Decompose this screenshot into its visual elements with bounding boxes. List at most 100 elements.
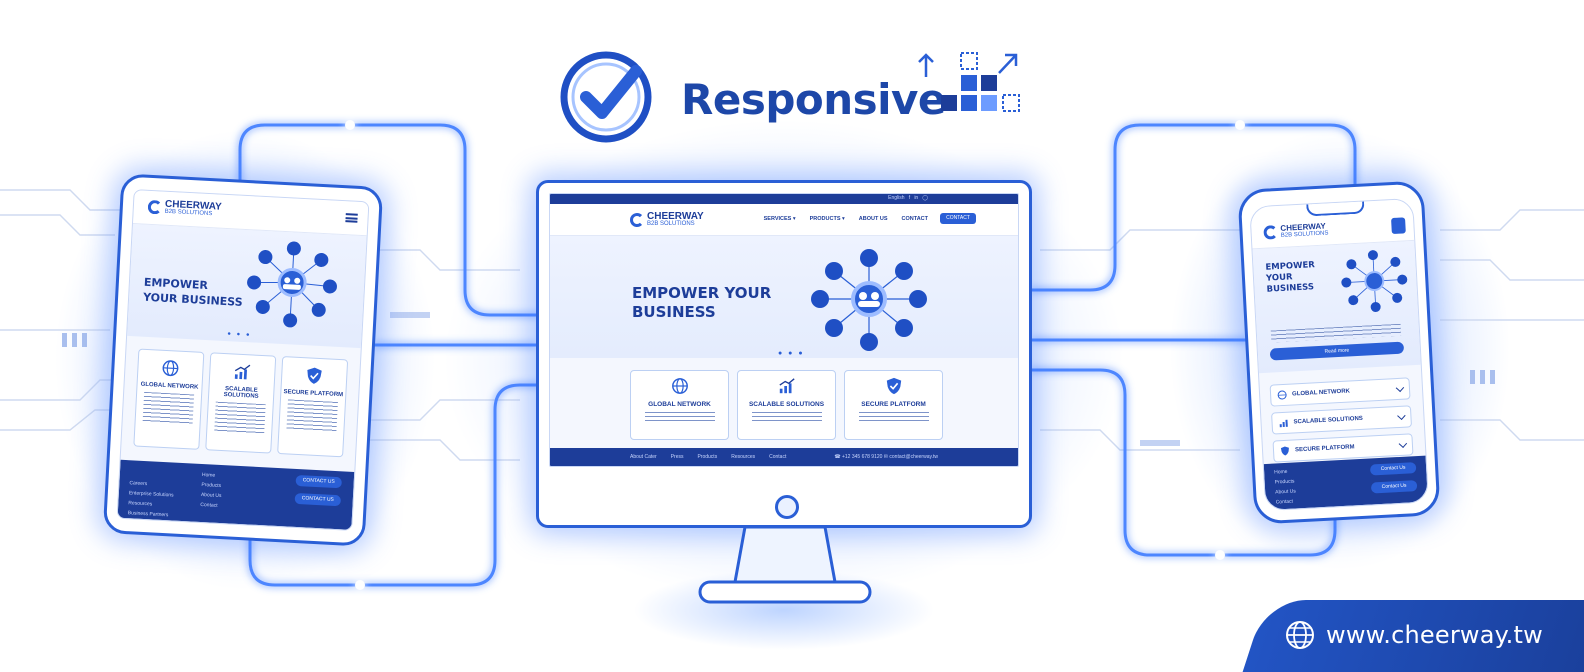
growth-chart-icon — [1279, 419, 1288, 428]
globe-icon — [1286, 621, 1314, 649]
footer-link[interactable]: Contact — [200, 501, 218, 509]
card-title: SECURE PLATFORM — [861, 401, 926, 408]
network-hub-icon — [811, 249, 927, 351]
contact-us-button[interactable]: Contact Us — [1369, 462, 1417, 476]
topbar-items: English f in ◯ — [888, 195, 928, 201]
contact-us-button[interactable]: Contact Us — [1370, 480, 1418, 494]
read-more-button[interactable]: Read more — [1269, 341, 1405, 361]
power-button — [775, 495, 799, 519]
card-title: GLOBAL NETWORK — [140, 381, 199, 391]
tablet-feature-cards: GLOBAL NETWORK SCALABLE SOLUTIONS SECURE… — [133, 348, 349, 458]
feature-card[interactable]: SECURE PLATFORM — [844, 370, 943, 440]
card-title: SCALABLE SOLUTIONS — [223, 386, 259, 400]
website-url-badge[interactable]: www.cheerway.tw — [1284, 615, 1543, 655]
desktop-nav: CHEERWAY B2B SOLUTIONS SERVICES ▾ PRODUC… — [550, 204, 1018, 236]
logo-icon — [630, 213, 644, 227]
tablet-hero: EMPOWER YOUR BUSINESS ● ● ● — [127, 224, 367, 349]
phone-hero-title: EMPOWER YOUR BUSINESS — [1265, 260, 1316, 295]
card-text-lines — [858, 412, 929, 422]
footer-link[interactable]: Products — [697, 454, 718, 460]
tablet-mockup: CHEERWAY B2B SOLUTIONS EMPOWER YOUR BUSI… — [102, 173, 384, 547]
card-text-lines — [644, 412, 715, 422]
desktop-hero: EMPOWER YOUR BUSINESS ● ● ● — [550, 236, 1018, 358]
footer-link[interactable]: Resources — [731, 454, 756, 460]
accordion-label: GLOBAL NETWORK — [1291, 388, 1351, 398]
tablet-screen: CHEERWAY B2B SOLUTIONS EMPOWER YOUR BUSI… — [116, 189, 370, 531]
chevron-down-icon — [1397, 411, 1406, 421]
footer-link[interactable]: Contact — [769, 454, 787, 460]
hamburger-menu-icon[interactable] — [1391, 217, 1406, 235]
desktop-feature-cards: GLOBAL NETWORK SCALABLE SOLUTIONS SECURE… — [630, 370, 943, 440]
shield-check-icon — [886, 377, 901, 395]
desktop-topbar: English f in ◯ — [550, 194, 1018, 204]
nav-links: SERVICES ▾ PRODUCTS ▾ ABOUT US CONTACT — [764, 216, 928, 222]
social-icon[interactable]: ◯ — [922, 195, 928, 201]
card-text-lines — [142, 391, 195, 425]
footer-link[interactable]: Business Partners — [127, 510, 169, 519]
card-title: SCALABLE SOLUTIONS — [748, 401, 825, 408]
carousel-dots[interactable]: ● ● ● — [778, 350, 805, 357]
globe-icon — [671, 378, 688, 394]
nav-products[interactable]: PRODUCTS ▾ — [809, 216, 845, 222]
contact-us-button[interactable]: CONTACT US — [295, 474, 342, 489]
feature-card[interactable]: SCALABLE SOLUTIONS — [737, 370, 836, 440]
logo-name: CHEERWAY — [647, 211, 704, 222]
desktop-screen: English f in ◯ CHEERWAY B2B SOLUTIONS SE… — [549, 193, 1019, 467]
network-hub-icon — [247, 241, 337, 328]
nav-services[interactable]: SERVICES ▾ — [763, 216, 796, 222]
shield-check-icon — [307, 367, 322, 384]
desktop-footer: About Cater Press Products Resources Con… — [550, 448, 1018, 466]
accordion-secure-platform[interactable]: SECURE PLATFORM — [1272, 433, 1414, 463]
footer-link[interactable]: Contact — [1275, 498, 1294, 506]
accordion-label: SCALABLE SOLUTIONS — [1293, 415, 1364, 426]
chevron-down-icon — [1395, 383, 1405, 393]
desktop-logo[interactable]: CHEERWAY B2B SOLUTIONS — [630, 212, 704, 228]
nav-about-us[interactable]: ABOUT US — [858, 216, 888, 222]
feature-card[interactable]: GLOBAL NETWORK — [630, 370, 729, 440]
phone-mockup: CHEERWAY B2B SOLUTIONS EMPOWER YOUR BUSI… — [1237, 180, 1441, 525]
accordion-global-network[interactable]: GLOBAL NETWORK — [1269, 377, 1411, 407]
nav-contact[interactable]: CONTACT — [901, 216, 928, 222]
phone-hero: EMPOWER YOUR BUSINESS Read more — [1252, 240, 1421, 374]
contact-us-button[interactable]: CONTACT US — [294, 492, 342, 507]
globe-icon — [1277, 390, 1287, 400]
globe-icon — [162, 360, 179, 377]
contact-button[interactable]: CONTACT — [940, 213, 976, 224]
accordion-scalable-solutions[interactable]: SCALABLE SOLUTIONS — [1271, 405, 1413, 435]
card-text-lines — [214, 401, 266, 435]
carousel-dots[interactable]: ● ● ● — [227, 331, 252, 339]
card-text-lines — [751, 412, 822, 422]
facebook-icon[interactable]: f — [908, 195, 911, 201]
footer-link[interactable]: About Us — [1275, 488, 1296, 496]
card-title: GLOBAL NETWORK — [648, 401, 711, 408]
responsive-grid-icon — [918, 52, 1020, 112]
check-circle-icon — [560, 51, 652, 143]
footer-links: About Cater Press Products Resources Con… — [630, 454, 786, 460]
tablet-footer-links-2: Home Products About Us Contact — [200, 470, 223, 511]
hamburger-menu-icon[interactable] — [345, 213, 358, 223]
desktop-monitor-mockup: English f in ◯ CHEERWAY B2B SOLUTIONS SE… — [536, 180, 1032, 528]
hero-text-lines — [1270, 323, 1402, 343]
accordion-label: SECURE PLATFORM — [1294, 444, 1355, 454]
card-title: SECURE PLATFORM — [283, 389, 344, 399]
headline: Responsive — [556, 45, 1036, 145]
tablet-logo: CHEERWAY B2B SOLUTIONS — [147, 199, 222, 219]
linkedin-icon[interactable]: in — [914, 195, 919, 201]
headline-text: Responsive — [681, 75, 946, 124]
phone-footer-links: Home Products About Us Contact — [1274, 466, 1297, 507]
desktop-hero-title: EMPOWER YOUR BUSINESS — [632, 284, 772, 321]
feature-card[interactable]: SECURE PLATFORM — [277, 356, 349, 458]
language-link[interactable]: English — [888, 195, 905, 201]
monitor-stand — [698, 527, 872, 604]
feature-card[interactable]: SCALABLE SOLUTIONS — [205, 352, 277, 454]
phone-screen: CHEERWAY B2B SOLUTIONS EMPOWER YOUR BUSI… — [1249, 197, 1429, 512]
phone-footer: Home Products About Us Contact Contact U… — [1263, 455, 1428, 511]
logo-subtitle: B2B SOLUTIONS — [647, 221, 695, 227]
feature-card[interactable]: GLOBAL NETWORK — [133, 348, 205, 450]
footer-link[interactable]: About Cater — [630, 454, 657, 460]
website-url[interactable]: www.cheerway.tw — [1326, 621, 1543, 649]
tablet-footer: Careers Enterprise Solutions Resources B… — [117, 459, 355, 530]
phone-logo[interactable]: CHEERWAY B2B SOLUTIONS — [1263, 221, 1329, 240]
footer-link[interactable]: Press — [670, 454, 684, 460]
